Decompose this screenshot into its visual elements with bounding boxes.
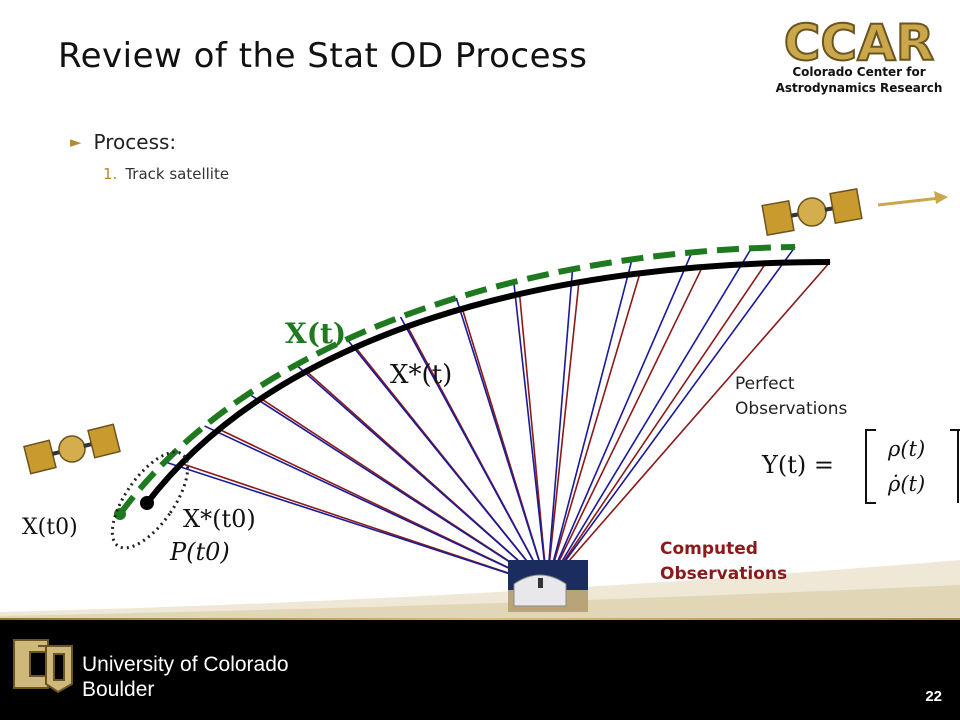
sub-item-text: Track satellite <box>125 165 230 183</box>
footer-bar <box>0 620 960 720</box>
label-x-star-t0: X*(t0) <box>183 505 256 533</box>
true-orbit <box>117 244 796 516</box>
label-rho-dot: ρ̇(t) <box>887 472 925 496</box>
ccar-logo-line1: Colorado Center for <box>792 65 925 79</box>
computed-observation-ray <box>546 282 580 587</box>
perfect-observation-ray <box>546 246 796 587</box>
perfect-observation-ray <box>513 281 548 587</box>
satellite-end-icon <box>761 188 863 236</box>
ccar-logo-line2: Astrodynamics Research <box>776 81 943 95</box>
perfect-observation-ray <box>399 316 548 587</box>
computed-observation-ray <box>546 266 704 587</box>
observation-rays <box>164 246 831 587</box>
bullet-process: ► Process: <box>70 130 176 154</box>
sub-item-number: 1. <box>103 165 118 183</box>
label-computed-observations-2: Observations <box>660 564 787 584</box>
computed-observation-ray <box>546 262 767 587</box>
bullet-process-text: Process: <box>93 130 177 154</box>
reference-initial-state-point <box>140 496 154 510</box>
label-rho: ρ(t) <box>887 437 925 461</box>
label-x-star-t: X*(t) <box>390 360 452 390</box>
label-p-t0: P(t0) <box>169 538 230 566</box>
perfect-observation-ray <box>295 364 548 587</box>
university-name-line1: University of Colorado <box>82 653 289 676</box>
perfect-observation-ray <box>546 269 574 587</box>
ccar-logo-acronym: CCAR <box>784 14 935 72</box>
horizon-shade <box>0 585 960 620</box>
label-perfect-observations-1: Perfect <box>735 374 795 394</box>
sub-item-track: 1. Track satellite <box>103 165 229 183</box>
label-y-equation: Y(t) = <box>761 451 834 479</box>
slide-title: Review of the Stat OD Process <box>58 36 588 76</box>
computed-observation-ray <box>546 261 831 587</box>
perfect-observation-ray <box>346 338 548 587</box>
label-computed-observations-1: Computed <box>660 539 758 559</box>
label-x-t0: X(t0) <box>22 515 78 540</box>
bullet-arrow-icon: ► <box>70 133 82 151</box>
label-perfect-observations-2: Observations <box>735 399 848 419</box>
computed-observation-ray <box>546 273 641 587</box>
page-number: 22 <box>925 688 942 705</box>
perfect-observation-ray <box>546 259 633 587</box>
cu-logo-icon <box>13 639 73 694</box>
ccar-logo: CCAR Colorado Center for Astrodynamics R… <box>776 13 943 95</box>
university-name: University of Colorado Boulder <box>82 652 289 702</box>
university-name-line2: Boulder <box>82 678 155 701</box>
perfect-observation-ray <box>546 252 693 587</box>
satellite-start-icon <box>23 423 121 475</box>
matrix-left-bracket <box>865 429 876 504</box>
reference-orbit <box>144 259 831 505</box>
perfect-observation-ray <box>204 425 548 587</box>
perfect-observation-ray <box>164 461 548 587</box>
perfect-observation-ray <box>248 393 548 587</box>
perfect-observation-ray <box>455 297 548 587</box>
ground-station-icon <box>508 560 588 612</box>
motion-arrow-icon <box>877 191 948 207</box>
perfect-observation-ray <box>546 247 753 587</box>
label-x-t: X(t) <box>285 317 346 350</box>
